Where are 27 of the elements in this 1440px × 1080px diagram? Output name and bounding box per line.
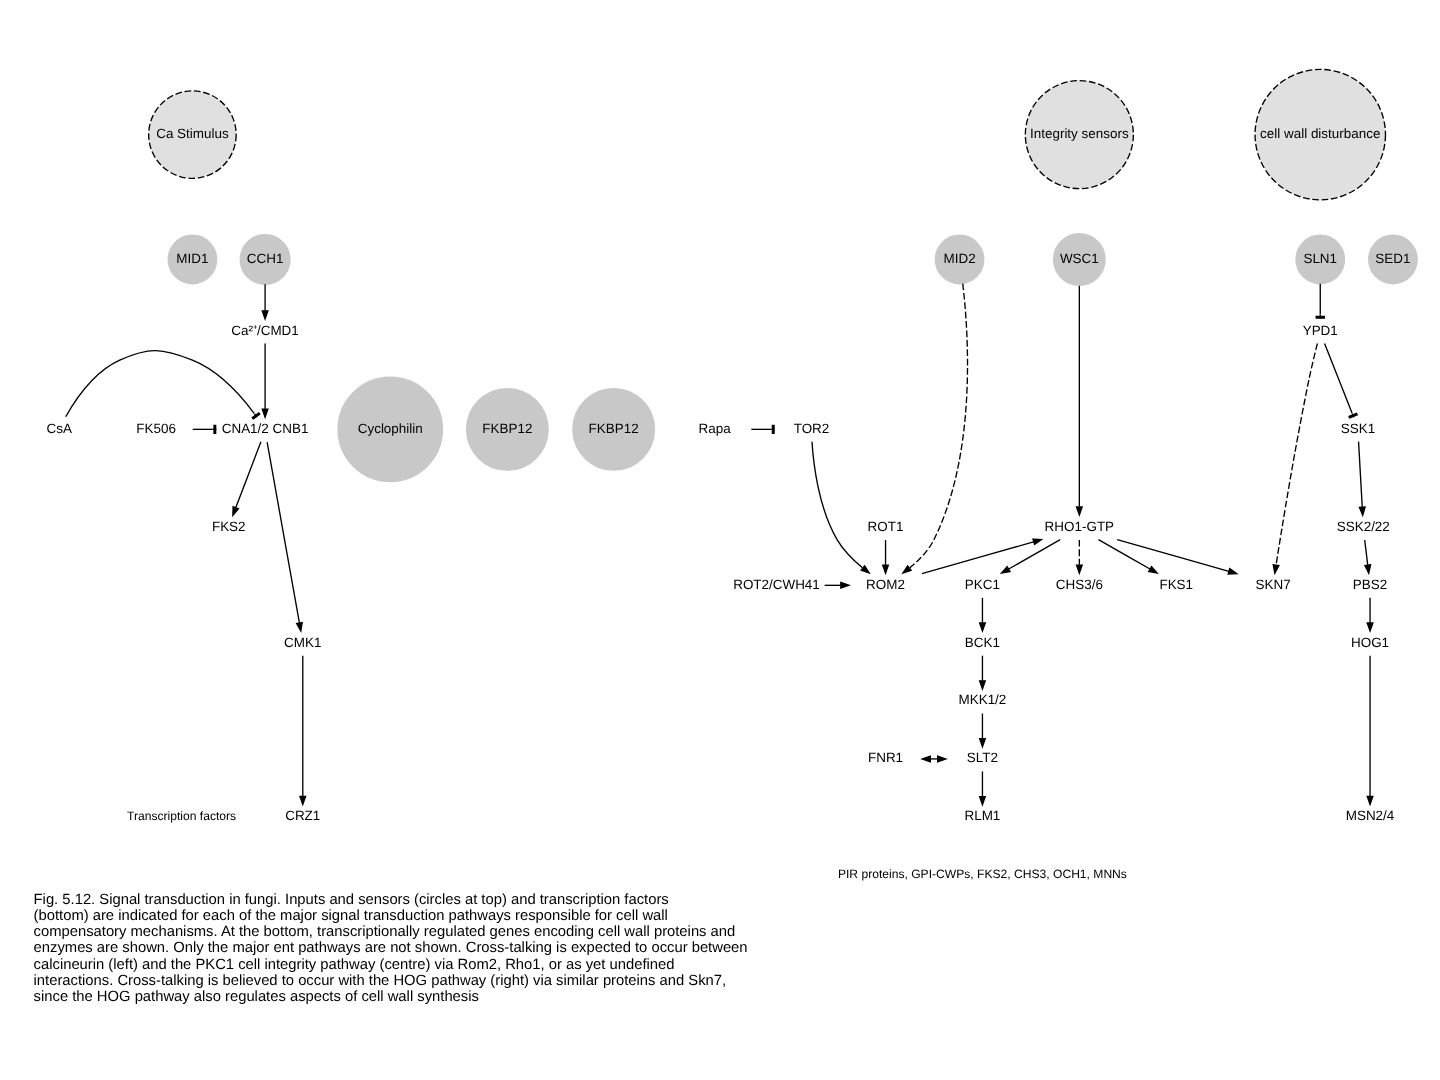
arrow [978,597,987,634]
arrow [920,755,948,763]
arrow [978,712,987,749]
arrow [901,282,969,575]
arrow [1357,440,1366,518]
arrow [1075,539,1084,576]
arrow [921,538,1044,575]
connector [65,350,261,420]
arrow [299,655,307,807]
arrow [1097,539,1159,575]
arrow [266,441,303,633]
arrow [881,539,890,576]
connector [1323,342,1358,419]
arrow [999,539,1061,575]
arrow [1366,655,1374,807]
arrow [261,283,269,321]
arrow [1363,539,1372,576]
arrow [1272,342,1319,576]
arrow [811,441,871,575]
arrow [1075,285,1084,517]
arrow [232,440,262,518]
arrow [978,655,987,691]
arrow [1116,538,1239,575]
caption: Fig. 5.12. Signal transduction in fungi. Inputs and sensors (circles at top) and transcription factors (bottom) are indicated for each of the major signal transduction pathways responsible for cell wall compensatory mechanisms. At the bottom, transcriptionally regulated genes encoding cell wall proteins and enzymes are shown. Only the major ent pathways are not shown. Cross-talking is expected to occur between calcineurin (left) and the PKC1 cell integrity pathway (centre) via Rom2, Rho1, or as yet undefined interactions. Cross-talking is believed to occur with the HOG pathway (right) via similar proteins and Skn7, since the HOG pathway also regulates aspects of cell wall synthesis [33,890,748,1005]
arrow [261,342,269,420]
arrow [978,770,987,807]
arrow [1366,597,1374,634]
